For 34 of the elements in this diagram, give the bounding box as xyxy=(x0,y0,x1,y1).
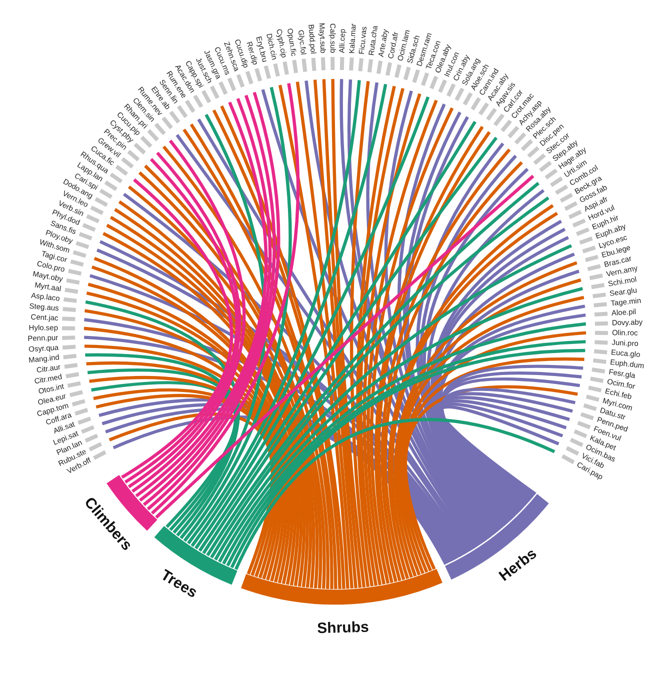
chord-ribbon xyxy=(278,84,350,589)
chord-ribbon xyxy=(187,80,361,544)
chord-ribbon xyxy=(108,412,274,575)
chord-ribbon xyxy=(322,79,362,588)
chord-ribbon xyxy=(155,174,534,519)
chord-ribbon xyxy=(261,89,478,548)
chord-ribbon xyxy=(426,189,545,528)
chord-ribbon xyxy=(313,80,358,588)
chord-ribbon xyxy=(384,90,489,540)
chord-ribbon xyxy=(122,192,470,553)
chord-ribbon xyxy=(234,418,556,570)
chord-ribbon xyxy=(356,86,396,587)
chord-ribbon xyxy=(304,80,480,547)
chord-ribbon xyxy=(190,84,388,547)
chord-ribbon xyxy=(214,244,572,561)
group-label: Shrubs xyxy=(316,618,369,638)
chord-ribbon xyxy=(423,168,529,530)
chord-ribbon xyxy=(370,107,454,584)
chord-ribbon xyxy=(366,100,438,585)
chord-ribbon xyxy=(404,385,578,570)
chord-ribbon xyxy=(85,300,240,536)
chord-ribbon xyxy=(183,86,292,542)
chord-ribbon xyxy=(366,82,487,542)
chord-ribbon xyxy=(416,142,504,534)
chord-ribbon xyxy=(150,83,300,514)
chord-ribbon xyxy=(359,88,404,586)
chord-ribbon xyxy=(162,146,330,589)
chord-ribbon xyxy=(350,81,370,588)
chord-ribbon xyxy=(180,114,266,540)
chord-ribbon xyxy=(362,93,422,586)
chord-ribbon xyxy=(331,78,366,588)
chord-ribbon xyxy=(420,154,518,532)
chord-ribbon xyxy=(194,96,430,550)
chord-ribbon xyxy=(296,82,354,589)
